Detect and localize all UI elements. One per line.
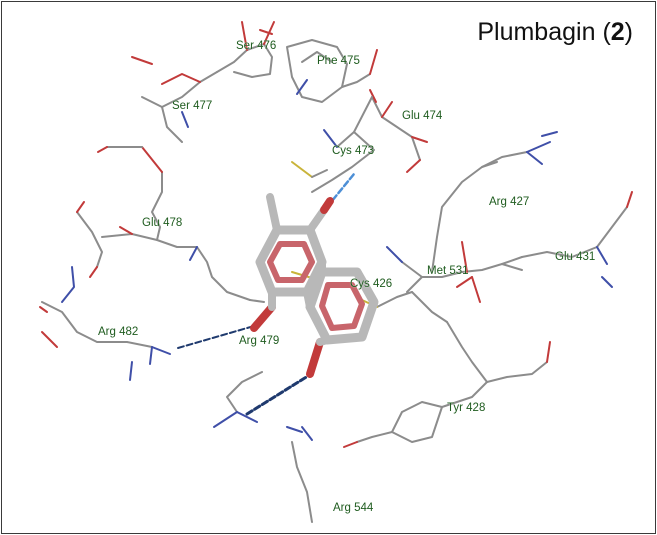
residue-tyr428-sticks — [343, 321, 551, 448]
residue-label-arg482: Arg 482 — [98, 326, 139, 338]
residue-label-glu431: Glu 431 — [555, 251, 596, 263]
residue-phe475-sticks — [286, 39, 378, 103]
residue-label-tyr428: Tyr 428 — [447, 402, 486, 414]
residue-arg482-sticks — [39, 266, 171, 381]
residue-label-glu478: Glu 478 — [142, 217, 183, 229]
residue-label-arg427: Arg 427 — [489, 196, 530, 208]
residue-glu431-sticks — [501, 191, 633, 288]
title-compound-name: Plumbagin — [477, 18, 596, 46]
residue-arg427-sticks — [431, 131, 558, 273]
residue-label-arg544: Arg 544 — [333, 502, 374, 514]
residue-label-met531: Met 531 — [427, 265, 469, 277]
figure-title: Plumbagin (2) — [477, 18, 633, 47]
title-compound-number: 2 — [610, 18, 625, 46]
residue-label-glu474: Glu 474 — [402, 110, 443, 122]
residue-ser476-sticks — [216, 21, 275, 78]
protein-residues — [39, 21, 633, 523]
title-open-paren: ( — [602, 18, 611, 46]
residue-label-ser476: Ser 476 — [236, 40, 277, 52]
residue-arg479-sticks — [189, 246, 265, 303]
residue-label-cys426: Cys 426 — [350, 278, 393, 290]
title-close-paren: ) — [624, 18, 633, 46]
ligand-plumbagin — [250, 193, 379, 378]
residue-arg-bottom-sticks — [213, 371, 263, 428]
residue-arg544-sticks — [286, 426, 313, 523]
residue-cys473-sticks — [291, 96, 375, 193]
residue-label-cys473: Cys 473 — [332, 145, 375, 157]
residue-ser477-sticks — [131, 56, 218, 143]
hbond-arg479 — [245, 374, 310, 416]
residue-label-ser477: Ser 477 — [172, 100, 213, 112]
residue-label-phe475: Phe 475 — [317, 55, 360, 67]
residue-glu474-sticks — [369, 89, 428, 173]
hbond-arg482 — [177, 325, 255, 349]
residue-glu478-sticks — [76, 146, 198, 278]
residue-label-arg479: Arg 479 — [239, 335, 280, 347]
